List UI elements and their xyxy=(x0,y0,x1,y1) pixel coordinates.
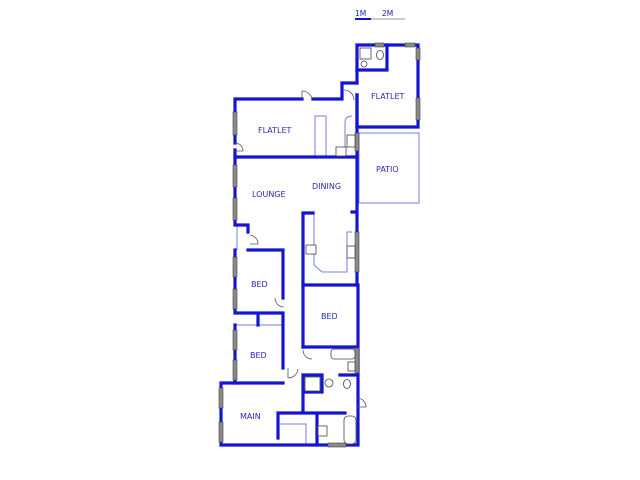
room-label-flatlet-upper: FLATLET xyxy=(371,92,404,101)
door-swing xyxy=(249,234,259,245)
wall-bath xyxy=(301,373,359,394)
scale-label-1m: 1M xyxy=(355,9,366,18)
room-label-bed-1: BED xyxy=(251,280,268,289)
bath-icon xyxy=(343,415,357,445)
toilet-icon xyxy=(376,50,384,60)
basin-icon xyxy=(317,425,328,437)
wall-flatlet-bath xyxy=(355,43,389,72)
door-swing xyxy=(234,142,244,152)
scale-label-2m: 2M xyxy=(382,9,393,18)
door-swing xyxy=(287,368,299,379)
window xyxy=(415,47,421,61)
door-swing xyxy=(274,297,285,308)
window xyxy=(232,197,238,221)
counter-curve xyxy=(344,115,353,156)
wall-main-outer xyxy=(219,283,360,447)
door-swing xyxy=(302,349,313,360)
bath-icon xyxy=(330,348,356,360)
stove-icon xyxy=(305,244,317,255)
room-label-main: MAIN xyxy=(240,412,261,421)
counter xyxy=(314,115,327,157)
window xyxy=(404,42,416,48)
shower-icon xyxy=(304,376,321,392)
stove-icon xyxy=(346,134,356,148)
walls xyxy=(219,43,420,447)
room-label-bed-3: BED xyxy=(321,312,338,321)
room-label-bed-2: BED xyxy=(250,351,267,360)
wall-bed1 xyxy=(246,248,285,300)
windows xyxy=(218,42,421,448)
wall-kitchen xyxy=(301,211,315,349)
wall-flatlet-left xyxy=(233,97,304,145)
wall-ensuite xyxy=(276,411,347,447)
ensuite-line xyxy=(280,423,307,445)
window xyxy=(232,288,238,310)
window xyxy=(232,256,238,278)
window xyxy=(327,442,347,448)
wall-step xyxy=(311,81,359,101)
window xyxy=(218,421,224,443)
basin-icon xyxy=(347,361,356,372)
wall-bed3 xyxy=(301,283,359,349)
patio-outline xyxy=(358,132,420,204)
basin-icon xyxy=(360,60,368,68)
doors xyxy=(234,89,367,408)
wall-lounge-left xyxy=(233,148,250,234)
door-swing xyxy=(343,89,355,101)
room-label-patio: PATIO xyxy=(376,165,399,174)
toilet-icon xyxy=(343,379,351,389)
window xyxy=(354,132,360,152)
shower-icon xyxy=(359,47,372,60)
wall-bed2-top xyxy=(233,311,285,370)
room-label-lounge: LOUNGE xyxy=(252,190,286,199)
room-labels: FLATLET FLATLET PATIO LOUNGE DINING BED … xyxy=(240,92,404,421)
window xyxy=(354,231,360,273)
window xyxy=(218,387,224,409)
room-label-flatlet-left: FLATLET xyxy=(258,126,291,135)
room-label-dining: DINING xyxy=(312,182,341,191)
window xyxy=(232,111,238,136)
door-swing xyxy=(301,90,313,100)
window xyxy=(232,359,238,381)
window xyxy=(374,42,385,48)
window xyxy=(415,97,421,121)
window xyxy=(232,329,238,351)
kitchen-counter xyxy=(313,213,352,273)
window xyxy=(354,347,360,374)
door-swing xyxy=(356,397,367,408)
basin-icon xyxy=(324,378,334,388)
sink-icon xyxy=(346,245,356,259)
fixtures xyxy=(304,47,384,445)
window xyxy=(232,164,238,188)
stove-icon xyxy=(335,146,347,157)
scale-bar: 1M 2M xyxy=(355,9,405,20)
